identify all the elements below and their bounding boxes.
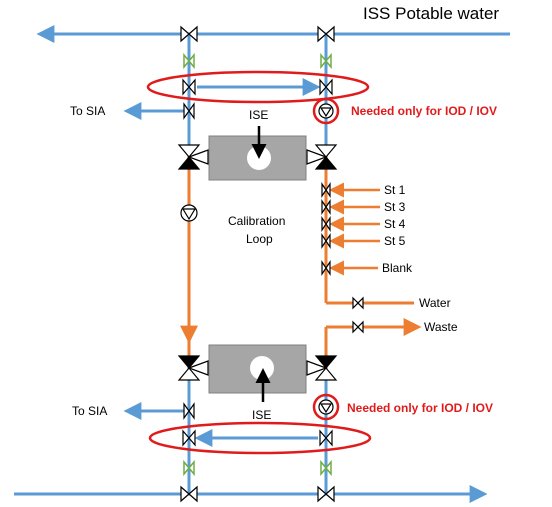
three-way-valve-icon bbox=[177, 156, 201, 170]
valve-icon[interactable] bbox=[319, 429, 333, 447]
check-valve-icon bbox=[320, 459, 332, 477]
needed-bottom-label: Needed only for IOD / IOV bbox=[347, 401, 493, 415]
valve-icon[interactable] bbox=[321, 233, 331, 249]
st3-label: St 3 bbox=[384, 200, 406, 214]
st4-label: St 4 bbox=[384, 217, 406, 231]
to-sia-top-label: To SIA bbox=[70, 104, 105, 118]
three-way-valve-icon[interactable] bbox=[314, 144, 338, 158]
blank-label: Blank bbox=[382, 261, 413, 275]
water-label: Water bbox=[419, 296, 451, 310]
check-valve-icon bbox=[183, 459, 195, 477]
valve-icon[interactable] bbox=[317, 25, 335, 43]
ise-top-label: ISE bbox=[249, 108, 268, 122]
three-way-valve-icon bbox=[306, 360, 328, 376]
three-way-valve-icon bbox=[314, 156, 338, 170]
ise-bottom-label: ISE bbox=[252, 408, 271, 422]
three-way-valve-icon bbox=[306, 149, 328, 165]
waste-label: Waste bbox=[424, 320, 458, 334]
valve-icon[interactable] bbox=[352, 296, 364, 310]
valve-icon[interactable] bbox=[319, 78, 333, 96]
valve-icon[interactable] bbox=[321, 199, 331, 215]
three-way-valve-icon bbox=[187, 360, 209, 376]
highlight-pump-top bbox=[312, 97, 340, 125]
check-valve-icon bbox=[320, 52, 332, 70]
three-way-valve-icon bbox=[177, 367, 201, 381]
st5-label: St 5 bbox=[384, 234, 406, 248]
valve-icon[interactable] bbox=[182, 78, 196, 96]
valve-icon[interactable] bbox=[317, 485, 335, 503]
valve-icon[interactable] bbox=[183, 402, 195, 420]
valve-icon[interactable] bbox=[352, 320, 364, 334]
three-way-valve-icon[interactable] bbox=[177, 144, 201, 158]
three-way-valve-icon bbox=[314, 367, 338, 381]
highlight-top-bypass bbox=[146, 70, 370, 104]
pump-icon bbox=[181, 208, 197, 221]
highlight-bottom-bypass bbox=[148, 421, 372, 455]
to-sia-bottom-label: To SIA bbox=[72, 404, 107, 418]
pump-icon bbox=[319, 403, 333, 414]
valve-icon[interactable] bbox=[180, 25, 198, 43]
pump-icon bbox=[319, 107, 333, 118]
valve-icon[interactable] bbox=[321, 182, 331, 198]
st1-label: St 1 bbox=[384, 183, 406, 197]
valve-icon[interactable] bbox=[182, 429, 196, 447]
three-way-valve-icon[interactable] bbox=[314, 355, 338, 369]
valve-icon[interactable] bbox=[180, 485, 198, 503]
three-way-valve-icon[interactable] bbox=[177, 355, 201, 369]
ise-sensor-top bbox=[208, 135, 307, 181]
valve-icon[interactable] bbox=[321, 216, 331, 232]
valve-icon[interactable] bbox=[321, 260, 331, 276]
needed-top-label: Needed only for IOD / IOV bbox=[351, 104, 497, 118]
highlight-pump-bottom bbox=[312, 393, 340, 421]
three-way-valve-icon bbox=[187, 149, 209, 165]
valve-icon[interactable] bbox=[183, 102, 195, 120]
calibration-loop-label-line2: Loop bbox=[246, 232, 273, 246]
diagram-title: ISS Potable water bbox=[363, 4, 499, 23]
check-valve-icon bbox=[183, 52, 195, 70]
calibration-loop-label-line1: Calibration bbox=[228, 214, 285, 228]
